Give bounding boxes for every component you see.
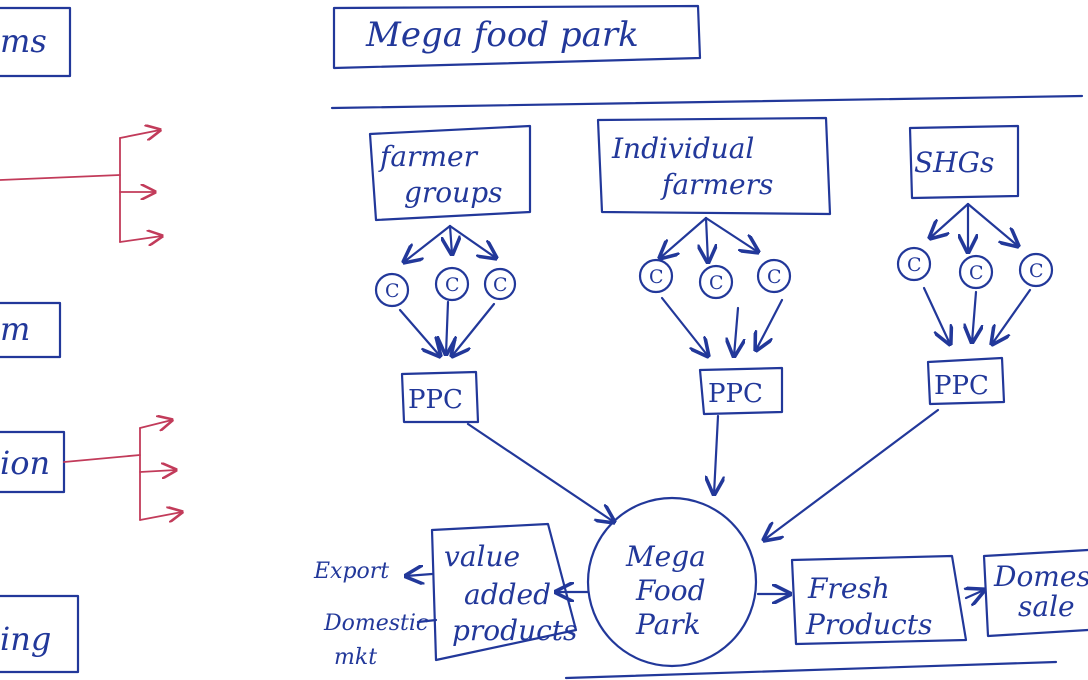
- cluster-label: C: [709, 272, 724, 294]
- value-added-line-2: added: [464, 578, 551, 611]
- left-box-1-text: ms: [0, 22, 47, 60]
- left-box-3: ion: [0, 430, 66, 494]
- cluster-circle: [638, 258, 674, 294]
- left-red-branch-1: [0, 130, 162, 242]
- cluster-circle: [896, 246, 932, 282]
- fresh-line-2: Products: [805, 608, 932, 641]
- left-box-3-text: ion: [0, 444, 50, 482]
- domestic-sale-line-1: Domestic: [993, 560, 1088, 593]
- export-output: Export: [313, 559, 434, 584]
- clusters-group-3: C C C: [896, 246, 1054, 290]
- left-box-4: ing: [0, 594, 80, 674]
- cluster-label: C: [445, 274, 460, 296]
- bottom-rule: [564, 660, 1058, 680]
- cluster-label: C: [1029, 260, 1044, 282]
- ppc-label: PPC: [934, 371, 989, 401]
- source-individual-farmers-line-2: farmers: [660, 168, 773, 201]
- source-individual-farmers: Individual farmers: [596, 116, 832, 216]
- domestic-mkt-line-1: Domestic: [323, 611, 428, 636]
- ppc-label: PPC: [408, 385, 463, 415]
- cluster-label: C: [649, 266, 664, 288]
- source-farmer-groups-line-1: farmer: [378, 140, 479, 173]
- source-individual-farmers-line-1: Individual: [611, 132, 754, 165]
- title-box: Mega food park: [332, 4, 702, 70]
- cluster-circle: [698, 264, 734, 300]
- converge-arrows: [398, 286, 1032, 356]
- clusters-group-1: C C C: [374, 266, 517, 308]
- left-panel: ms m ion ing: [0, 6, 182, 674]
- ppc-to-hub-arrows: [466, 408, 940, 540]
- cluster-label: C: [767, 266, 782, 288]
- value-added-line-1: value: [444, 540, 520, 573]
- cluster-circle: [483, 267, 517, 301]
- ppc-box-3: PPC: [926, 356, 1006, 406]
- fresh-line-1: Fresh: [807, 572, 890, 605]
- left-box-4-text: ing: [0, 620, 51, 658]
- cluster-circle: [756, 258, 792, 294]
- cluster-circle: [434, 266, 470, 302]
- cluster-label: C: [969, 262, 984, 284]
- source-farmer-groups-line-2: groups: [404, 176, 503, 209]
- cluster-label: C: [907, 254, 922, 276]
- left-red-branch-2: [63, 420, 182, 520]
- hub-line-1: Mega: [625, 540, 706, 573]
- value-added-line-3: products: [452, 614, 577, 647]
- ppc-box-1: PPC: [400, 370, 480, 424]
- domestic-mkt-line-2: mkt: [334, 645, 377, 670]
- left-box-1: ms: [0, 6, 72, 78]
- title-underline: [330, 94, 1084, 110]
- cluster-circle: [958, 254, 994, 290]
- fresh-products: Fresh Products: [790, 554, 968, 646]
- hub-mega-food-park: Mega Food Park: [586, 496, 758, 668]
- ppc-box-2: PPC: [698, 366, 784, 416]
- cluster-circle: [374, 272, 410, 308]
- hub-line-2: Food: [635, 574, 706, 607]
- source-shgs: SHGs: [908, 124, 1020, 200]
- fresh-to-domestic-sale-arrow: [966, 590, 984, 598]
- fanout-arrows: [404, 202, 1018, 262]
- diagram-title: Mega food park: [365, 15, 639, 55]
- ppc-label: PPC: [708, 379, 763, 409]
- clusters-group-2: C C C: [638, 258, 792, 300]
- cluster-circle: [1018, 252, 1054, 288]
- value-added-products: value added products: [430, 522, 577, 662]
- left-box-2-text: m: [0, 310, 30, 348]
- hub-line-3: Park: [635, 608, 701, 641]
- source-farmer-groups: farmer groups: [368, 124, 532, 222]
- domestic-sale: Domestic sale: [982, 548, 1088, 638]
- cluster-label: C: [493, 274, 508, 296]
- cluster-label: C: [385, 280, 400, 302]
- domestic-mkt-output: Domestic mkt: [323, 611, 438, 670]
- left-box-2: m: [0, 301, 62, 359]
- domestic-sale-line-2: sale: [1018, 590, 1075, 623]
- source-shgs-label: SHGs: [914, 146, 994, 179]
- export-label: Export: [313, 559, 389, 584]
